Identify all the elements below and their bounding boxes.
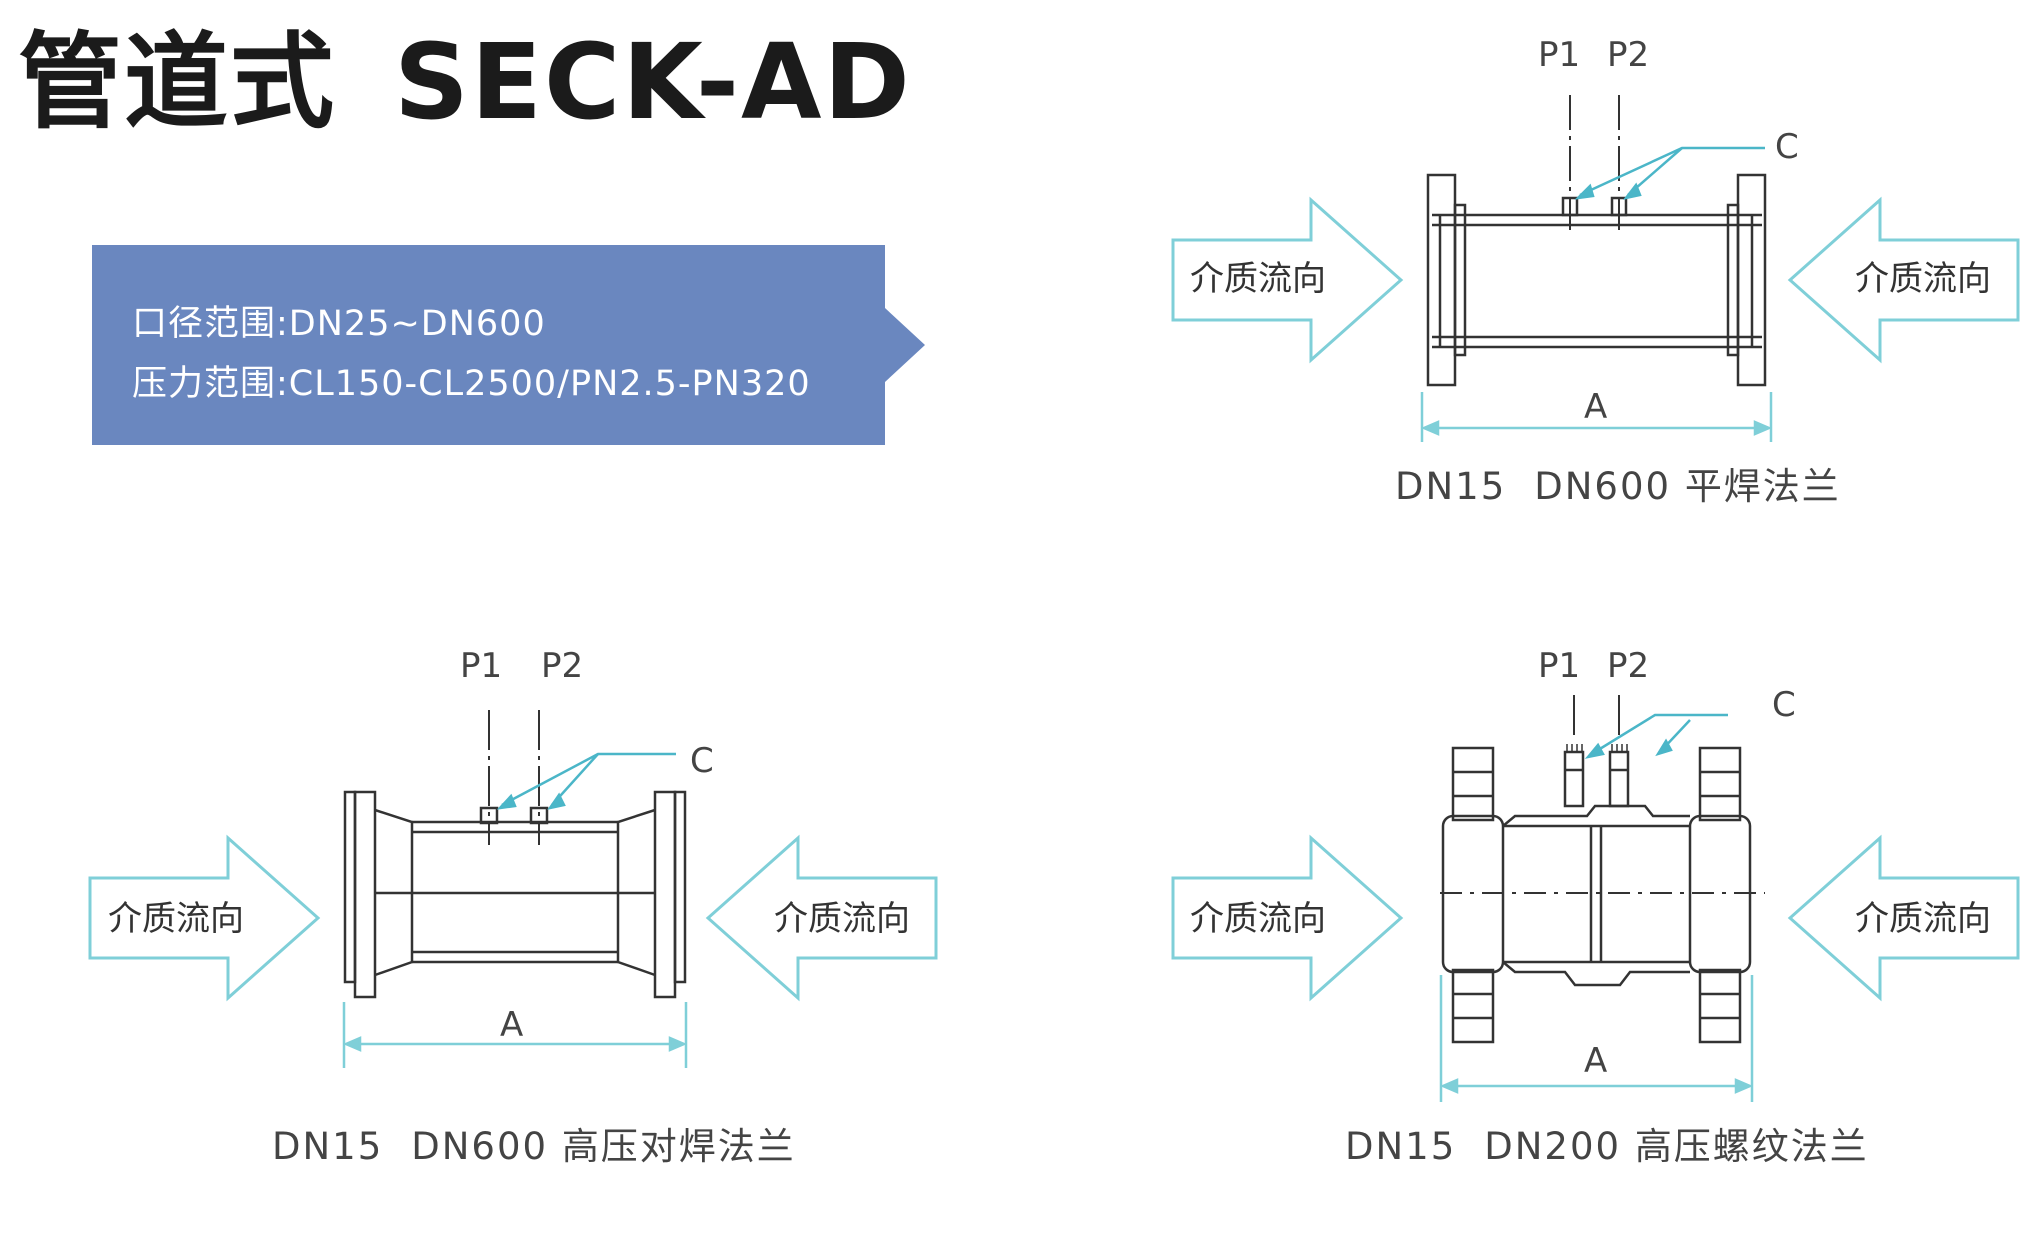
label-a: A (1584, 1041, 1608, 1081)
flow-label-left: 介质流向 (108, 899, 244, 939)
caption-type: 平焊法兰 (1684, 465, 1841, 508)
label-p1: P1 (1538, 646, 1581, 686)
flow-label-left: 介质流向 (1190, 259, 1326, 299)
label-a: A (1584, 387, 1608, 427)
title-chinese: 管道式 (18, 21, 337, 143)
caption-min: DN15 (1395, 465, 1507, 508)
caption-max: DN200 (1484, 1125, 1622, 1168)
spec-caliber: 口径范围:DN25~DN600 (132, 304, 546, 344)
label-a: A (500, 1005, 524, 1045)
caption-flat-weld: DN15 DN600 平焊法兰 (1395, 468, 1841, 505)
flow-label-left: 介质流向 (1190, 899, 1326, 939)
caption-max: DN600 (1534, 465, 1672, 508)
caption-max: DN600 (411, 1125, 549, 1168)
spec-box-shape (92, 245, 925, 445)
label-p1: P1 (1538, 35, 1581, 75)
label-p1: P1 (460, 646, 503, 686)
title-model: SECK-AD (394, 21, 912, 143)
caption-threaded: DN15 DN200 高压螺纹法兰 (1345, 1128, 1869, 1165)
caption-butt-weld: DN15 DN600 高压对焊法兰 (272, 1128, 796, 1165)
spec-pressure: 压力范围:CL150-CL2500/PN2.5-PN320 (132, 364, 811, 404)
caption-min: DN15 (272, 1125, 384, 1168)
label-p2: P2 (541, 646, 584, 686)
label-c: C (1772, 685, 1796, 725)
caption-min: DN15 (1345, 1125, 1457, 1168)
label-c: C (690, 741, 714, 781)
flow-label-right: 介质流向 (1855, 899, 1991, 939)
flow-label-right: 介质流向 (1855, 259, 1991, 299)
label-p2: P2 (1607, 35, 1650, 75)
flow-label-right: 介质流向 (774, 899, 910, 939)
caption-type: 高压螺纹法兰 (1634, 1125, 1869, 1168)
caption-type: 高压对焊法兰 (561, 1125, 796, 1168)
label-p2: P2 (1607, 646, 1650, 686)
label-c: C (1775, 127, 1799, 167)
